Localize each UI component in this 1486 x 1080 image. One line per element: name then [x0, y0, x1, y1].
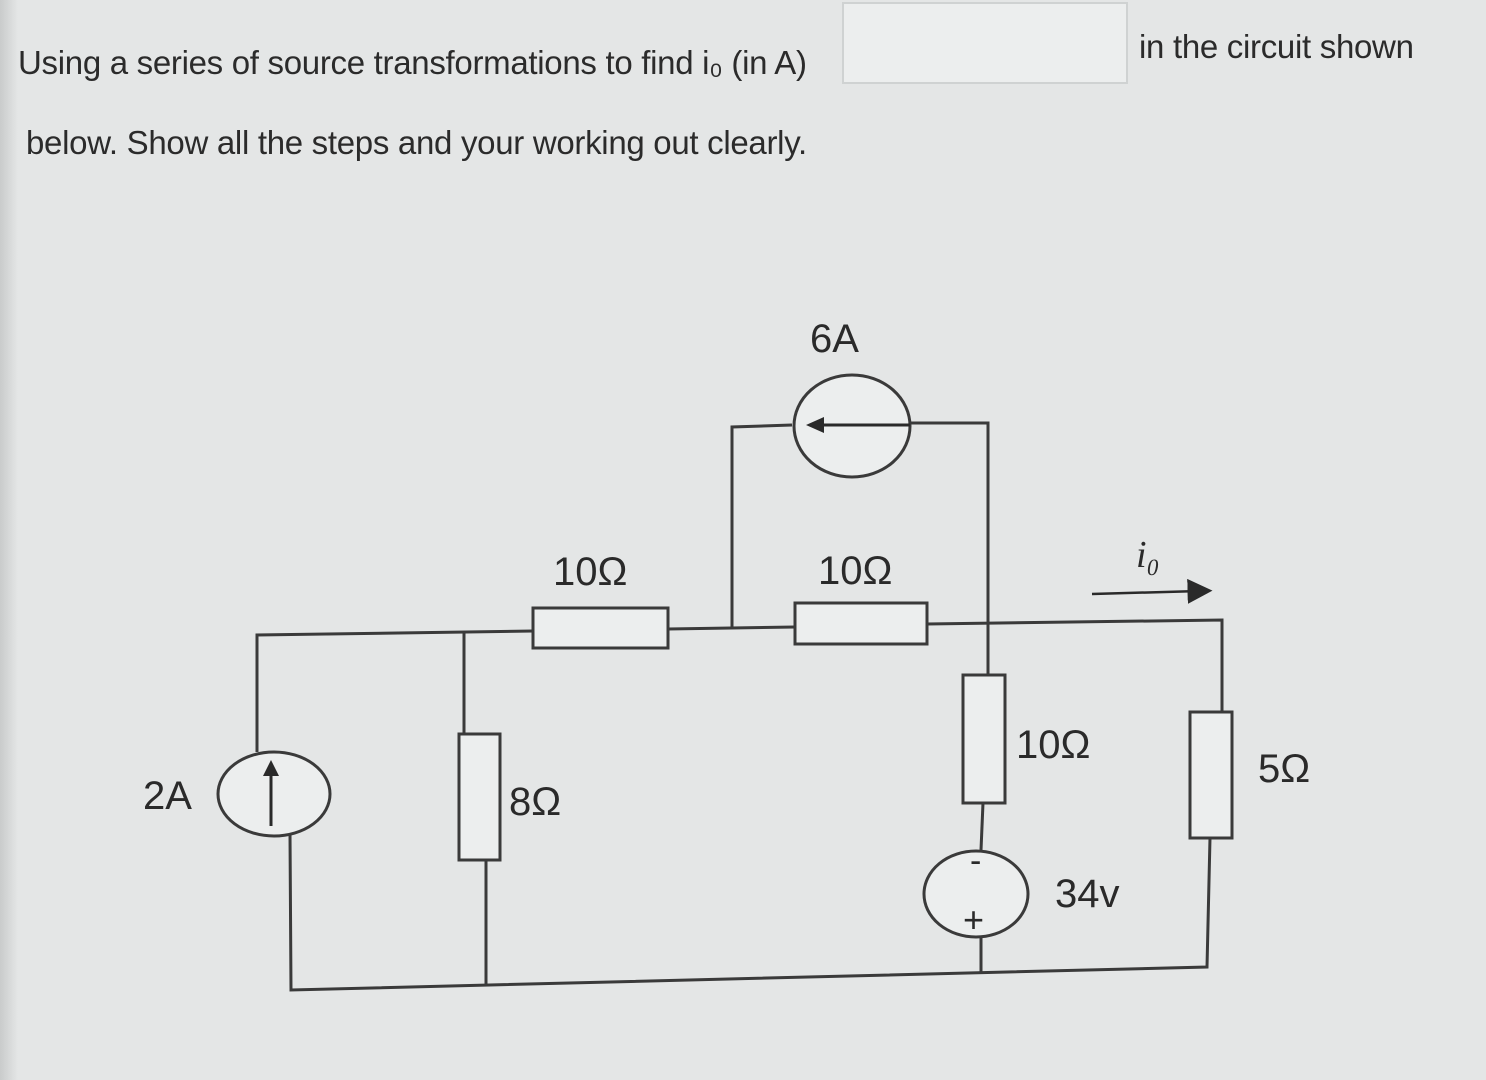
resistor-10-ohm-vertical: [961, 673, 1007, 805]
label-5-ohm: 5Ω: [1258, 747, 1310, 791]
current-direction-arrow-icon: [1091, 578, 1213, 604]
current-source-2a: [216, 750, 332, 838]
label-minus: -: [970, 842, 981, 880]
question-text-line2: below. Show all the steps and your worki…: [26, 124, 807, 161]
label-10-ohm-top-left: 10Ω: [553, 550, 627, 594]
label-10-ohm-vertical: 10Ω: [1016, 723, 1090, 767]
question-text-line1-end: in the circuit shown: [1139, 28, 1414, 65]
label-2a: 2A: [143, 774, 192, 818]
resistor-top-left: [531, 606, 670, 650]
resistor-8-ohm: [457, 732, 502, 862]
label-8-ohm: 8Ω: [509, 780, 561, 824]
resistor-top-middle: [793, 601, 929, 646]
label-plus: +: [963, 899, 984, 940]
circuit-wires: [255, 421, 1224, 992]
label-io: i₀: [1136, 534, 1160, 576]
voltage-source-34v: [922, 849, 1030, 939]
answer-input[interactable]: [842, 2, 1128, 84]
screen-edge: [0, 0, 18, 1080]
current-source-6a: [792, 373, 912, 479]
label-34v: 34v: [1055, 872, 1120, 916]
label-10-ohm-top-middle: 10Ω: [818, 549, 892, 593]
resistor-5-ohm: [1188, 710, 1234, 840]
question-text-line1: Using a series of source transformations…: [18, 44, 807, 81]
label-6a: 6A: [810, 317, 859, 361]
